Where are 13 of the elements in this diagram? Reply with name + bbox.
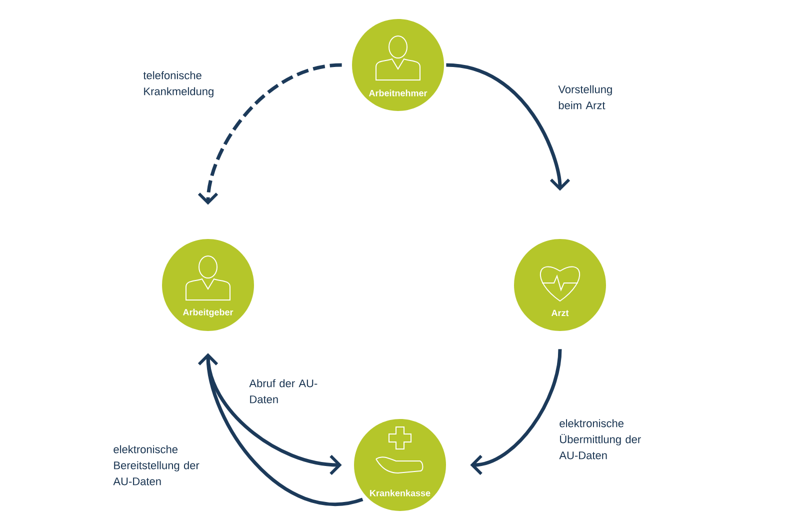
curved-arrow — [198, 353, 364, 506]
circle-node: Arbeitgeber — [162, 239, 254, 331]
curved-arrow — [470, 349, 562, 476]
circle-node: Arzt — [514, 239, 606, 331]
edge-label: telefonische Krankmeldung — [143, 71, 214, 98]
edge-label: Vorstellung beim Arzt — [558, 85, 612, 110]
edge-label: elektronische Übermittlung der AU-Daten — [559, 419, 641, 460]
circle-node: Arbeitnehmer — [352, 19, 444, 111]
circle-node: Krankenkasse — [354, 418, 446, 511]
edge-label: elektronische Bereitstellung der AU-Daten — [113, 445, 200, 486]
edge-label: Abruf der AU-Daten — [249, 379, 318, 404]
curved-arrow — [198, 63, 342, 205]
curved-arrow — [446, 63, 570, 191]
